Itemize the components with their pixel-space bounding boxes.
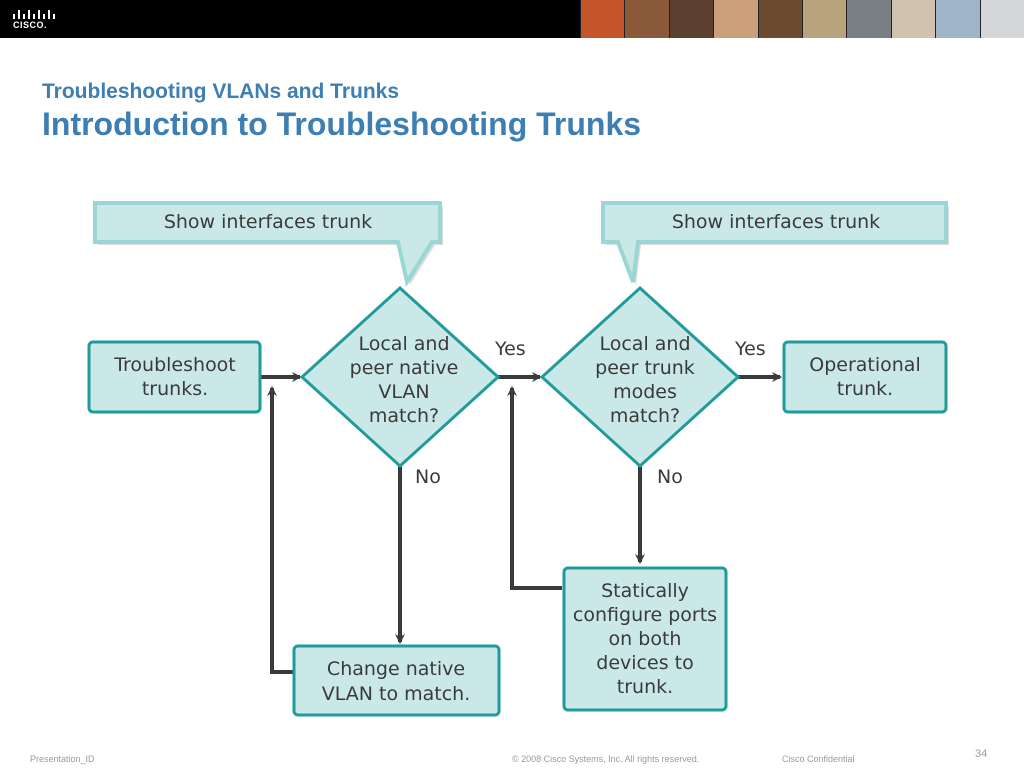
fix-native-vlan-box: Change native VLAN to match. (292, 644, 501, 717)
callout-right: Show interfaces trunk (601, 201, 949, 285)
yes-label-1: Yes (494, 338, 526, 360)
fix1-line: VLAN to match. (322, 683, 471, 705)
arrow-fix1-loop (267, 386, 294, 674)
no-label-1: No (415, 466, 441, 488)
decision2-line: modes (613, 381, 677, 403)
start-box-line: Troubleshoot (113, 354, 236, 376)
header-photo (935, 0, 980, 38)
slide-title: Introduction to Troubleshooting Trunks (42, 106, 642, 142)
fix-trunk-mode-box: Statically configure ports on both devic… (562, 566, 728, 712)
photo-strip (580, 0, 1024, 38)
no-label-2: No (657, 466, 683, 488)
footer-confidential: Cisco Confidential (782, 754, 855, 764)
callout-right-text: Show interfaces trunk (672, 211, 880, 233)
decision1-line: VLAN (378, 381, 429, 403)
header-bar: CISCO. (0, 0, 1024, 38)
header-photo (979, 0, 1024, 38)
decision2-line: peer trunk (595, 357, 695, 379)
decision1-line: peer native (350, 357, 459, 379)
decision2-line: match? (610, 405, 680, 427)
end-box-line: Operational (809, 354, 920, 376)
header-photo (802, 0, 847, 38)
footer-copyright: © 2008 Cisco Systems, Inc. All rights re… (512, 754, 700, 764)
header-photo (624, 0, 669, 38)
slide-subtitle: Troubleshooting VLANs and Trunks (42, 80, 400, 103)
cisco-logo-icon (13, 10, 55, 19)
header-photo (890, 0, 936, 38)
callout-left-text: Show interfaces trunk (164, 211, 372, 233)
fix1-line: Change native (327, 658, 465, 680)
end-box: Operational trunk. (782, 340, 948, 414)
logo-text: CISCO. (13, 20, 48, 30)
header-photo (668, 0, 714, 38)
header-photo (757, 0, 803, 38)
start-box: Troubleshoot trunks. (87, 340, 262, 414)
fix2-line: configure ports (573, 604, 717, 626)
fix2-line: Statically (601, 580, 689, 602)
callout-left: Show interfaces trunk (93, 201, 443, 288)
fix2-line: devices to (596, 652, 693, 674)
decision2-line: Local and (599, 333, 690, 355)
decision-trunk-modes: Local and peer trunk modes match? (539, 285, 741, 469)
fix2-line: on both (609, 628, 682, 650)
connectors (260, 372, 782, 674)
decision1-line: Local and (358, 333, 449, 355)
footer-presentation-id: Presentation_ID (30, 754, 95, 764)
arrow-fix2-loop (507, 386, 562, 590)
yes-label-2: Yes (734, 338, 766, 360)
fix2-line: trunk. (617, 676, 673, 698)
start-box-line: trunks. (142, 378, 208, 400)
decision1-line: match? (369, 405, 439, 427)
decision-native-vlan: Local and peer native VLAN match? (299, 285, 501, 469)
end-box-line: trunk. (837, 378, 893, 400)
page-number: 34 (975, 748, 988, 760)
header-photo (846, 0, 891, 38)
header-photo (713, 0, 758, 38)
header-photo (580, 0, 625, 38)
